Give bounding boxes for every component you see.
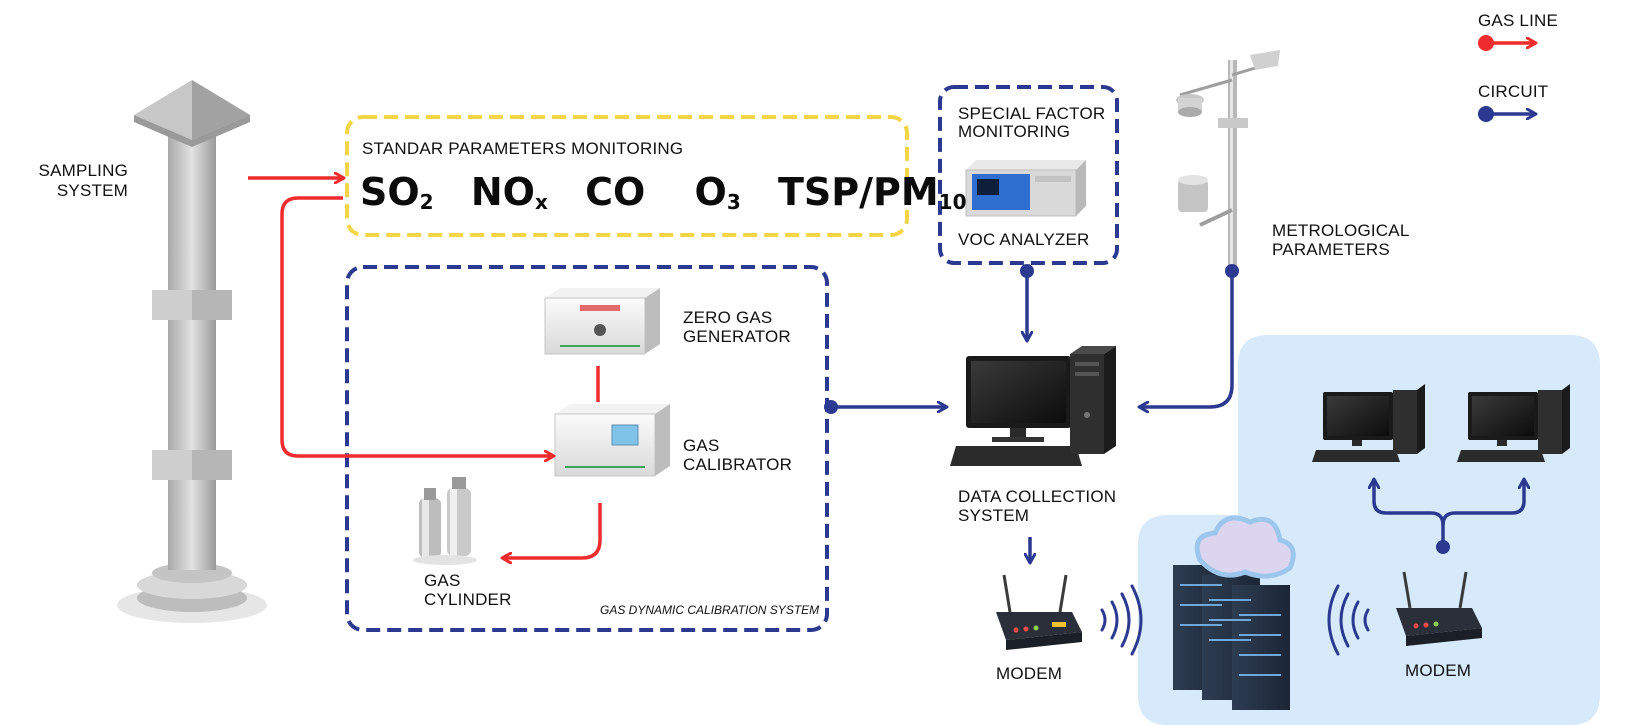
gas-cylinder-icon (413, 477, 477, 565)
cloud-server-icon (1173, 515, 1296, 710)
gas-co: CO (585, 170, 646, 214)
calibrator-label-line1: GAS (683, 436, 720, 455)
zero-gas-label-line2: GENERATOR (683, 327, 791, 346)
special-factor-box (938, 85, 1119, 265)
metrological-label-line2: PARAMETERS (1272, 240, 1390, 259)
sampling-pillar-icon (117, 80, 267, 623)
wireless-signal-right-icon (1327, 584, 1370, 656)
calibrator-label-line2: CALIBRATOR (683, 455, 793, 474)
circuit-nodes (824, 264, 1450, 554)
standard-box-title: STANDAR PARAMETERS MONITORING (362, 139, 684, 158)
legend-circuit-label: CIRCUIT (1478, 82, 1549, 101)
legend-gas-line-label: GAS LINE (1478, 11, 1559, 30)
voc-analyzer-icon (965, 160, 1086, 217)
modem-left-icon (996, 574, 1082, 650)
cylinder-label-line1: GAS (424, 571, 461, 590)
gas-parameters: SO2 NOx CO O3 TSP/PM10 (360, 170, 967, 214)
data-collection-computer-icon (950, 346, 1116, 466)
gas-nox: NOx (470, 170, 548, 214)
modem-right-icon (1396, 571, 1482, 646)
calibration-system-caption: GAS DYNAMIC CALIBRATION SYSTEM (600, 603, 820, 617)
weather-station-icon (1176, 50, 1280, 270)
gas-lines (248, 178, 602, 558)
cylinder-label-line2: CYLINDER (424, 590, 512, 609)
client-computer-right-icon (1457, 384, 1570, 462)
modem-right-label: MODEM (1405, 661, 1472, 680)
gas-line-to-calibrator (280, 196, 553, 456)
standard-parameters-box (345, 115, 909, 237)
modem-left-label: MODEM (996, 664, 1063, 683)
data-collection-label-line1: DATA COLLECTION (958, 487, 1117, 506)
zero-gas-label-line1: ZERO GAS (683, 308, 773, 327)
legend-gas-line-icon (1478, 35, 1535, 51)
special-factor-title-line2: MONITORING (958, 122, 1071, 141)
metrological-label-line1: METROLOGICAL (1272, 221, 1410, 240)
zero-gas-generator-icon (544, 288, 660, 355)
gas-tsp-pm10: TSP/PM10 (777, 170, 967, 214)
gas-so2: SO2 (360, 170, 434, 214)
sampling-label-line1: SAMPLING (38, 161, 128, 180)
gas-calibrator-icon (554, 404, 670, 477)
calibration-system-box (345, 265, 829, 632)
wireless-signal-left-icon (1100, 584, 1143, 656)
gas-line-calibrator-to-cylinder (503, 503, 602, 558)
circuit-weather-to-dcs (1140, 271, 1234, 407)
data-collection-label-line2: SYSTEM (958, 506, 1030, 525)
client-computer-left-icon (1312, 384, 1425, 462)
special-factor-title-line1: SPECIAL FACTOR (958, 104, 1106, 123)
circuit-lines (831, 271, 1524, 562)
voc-analyzer-label: VOC ANALYZER (958, 230, 1090, 249)
sampling-label-line2: SYSTEM (56, 181, 128, 200)
legend-circuit-icon (1478, 106, 1535, 122)
gas-o3: O3 (694, 170, 741, 214)
